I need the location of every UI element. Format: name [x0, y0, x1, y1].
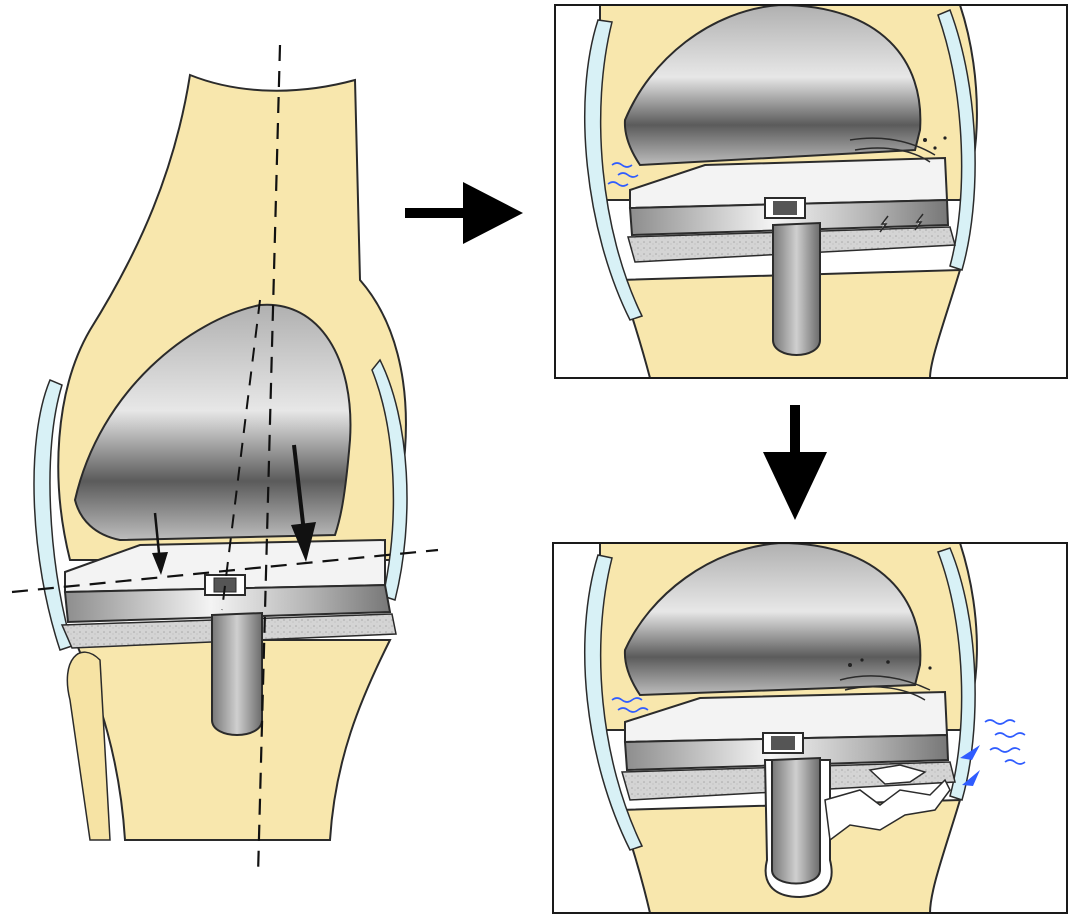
knee-wear-stage	[555, 5, 1067, 378]
tibial-stem	[212, 613, 262, 735]
knee-overview	[12, 45, 438, 875]
knee-loosening-stage	[553, 543, 1067, 913]
arrow-to-wear	[405, 182, 523, 244]
arrow-to-loosening	[763, 405, 827, 520]
